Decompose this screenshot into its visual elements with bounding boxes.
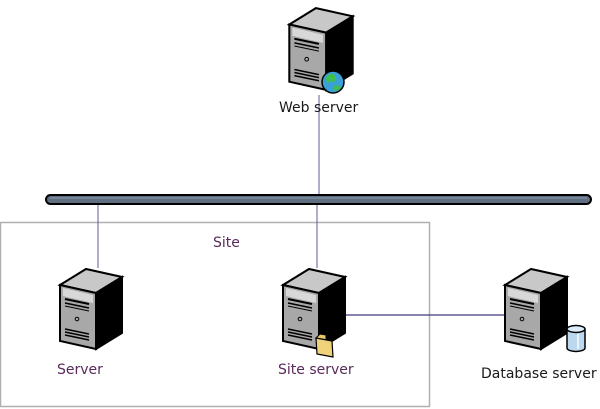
site-server-node[interactable] <box>282 268 346 358</box>
site-group-label: Site <box>213 235 240 251</box>
server-icon <box>504 268 568 350</box>
database-server-label: Database server <box>481 366 597 382</box>
server-label: Server <box>57 362 103 378</box>
globe-icon <box>321 70 345 94</box>
server-node[interactable] <box>59 268 123 350</box>
server-icon <box>59 268 123 350</box>
database-server-node[interactable] <box>504 268 586 353</box>
web-server-label: Web server <box>279 100 359 116</box>
site-server-label: Site server <box>278 362 354 378</box>
database-icon <box>566 324 586 353</box>
server-icon <box>282 268 346 350</box>
network-bus[interactable] <box>45 194 592 205</box>
web-server-node[interactable] <box>288 7 354 94</box>
folder-icon <box>314 333 334 358</box>
